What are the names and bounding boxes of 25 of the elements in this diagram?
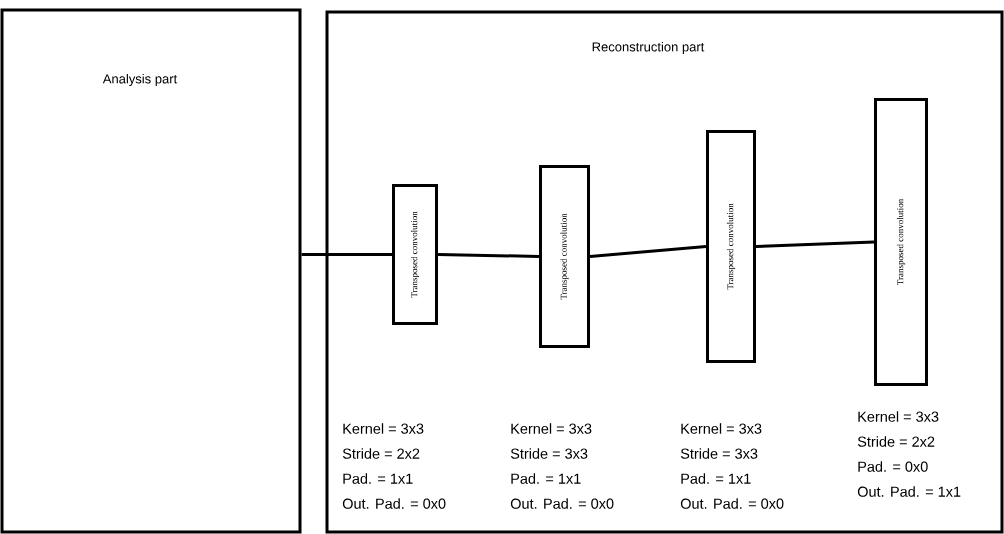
layer-box: Transposed convolution	[392, 184, 438, 325]
parameter-text: Kernel = 3x3	[858, 411, 939, 422]
parameter-text: Kernel = 3x3	[343, 423, 424, 434]
parameter-text: Out. Pad. = 0x0	[342, 498, 446, 509]
connector-line	[301, 253, 392, 256]
layer-box: Transposed convolution	[539, 165, 590, 348]
layer-box: Transposed convolution	[706, 130, 756, 363]
connector-line	[437, 253, 540, 258]
panel-box: Analysis part	[0, 8, 302, 534]
connector-line	[755, 240, 875, 248]
connector-line	[589, 245, 707, 258]
parameter-text: Out. Pad. = 1x1	[857, 486, 961, 497]
parameter-text: Kernel = 3x3	[511, 423, 592, 434]
parameter-text: Stride = 2x2	[857, 436, 935, 447]
parameter-text: Pad. = 1x1	[343, 473, 413, 484]
parameter-text: Stride = 3x3	[680, 448, 758, 459]
parameter-text: Kernel = 3x3	[681, 423, 762, 434]
layer-box: Transposed convolution	[874, 98, 928, 386]
parameter-text: Stride = 3x3	[510, 448, 588, 459]
parameter-text: Out. Pad. = 0x0	[510, 498, 614, 509]
parameter-text: Out. Pad. = 0x0	[680, 498, 784, 509]
parameter-text: Stride = 2x2	[342, 448, 420, 459]
parameter-text: Pad. = 1x1	[511, 473, 581, 484]
parameter-text: Pad. = 0x0	[858, 461, 928, 472]
parameter-text: Pad. = 1x1	[681, 473, 751, 484]
